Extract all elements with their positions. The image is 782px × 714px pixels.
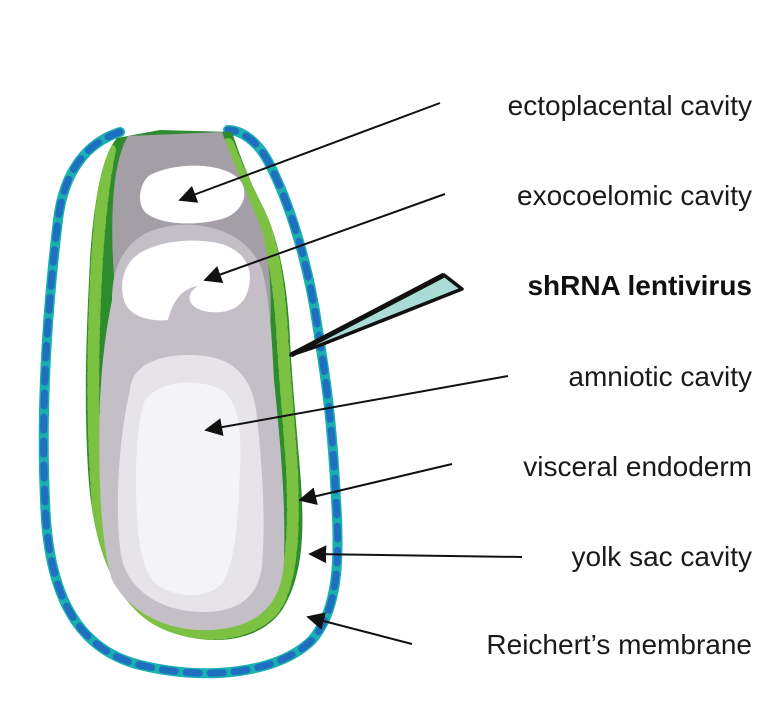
label-visceral-endoderm: visceral endoderm bbox=[523, 451, 752, 482]
arrow-visceral bbox=[298, 463, 453, 506]
injection-needle bbox=[289, 272, 464, 358]
arrow-exocoelomic bbox=[203, 193, 446, 284]
amniotic-cavity-highlight bbox=[136, 382, 241, 596]
arrow-amniotic bbox=[204, 375, 509, 437]
arrow-ectoplacental bbox=[178, 102, 441, 203]
label-shrna-lentivirus: shRNA lentivirus bbox=[527, 270, 752, 301]
exocoelomic-cavity-shape bbox=[122, 240, 250, 321]
label-ectoplacental-cavity: ectoplacental cavity bbox=[507, 90, 752, 121]
label-amniotic-cavity: amniotic cavity bbox=[568, 361, 752, 392]
label-yolk-sac-cavity: yolk sac cavity bbox=[571, 541, 753, 572]
visceral-endoderm-cells bbox=[87, 134, 299, 641]
label-exocoelomic-cavity: exocoelomic cavity bbox=[517, 180, 752, 211]
arrow-yolksac bbox=[308, 545, 523, 564]
reicherts-membrane-cells bbox=[40, 126, 342, 677]
label-reicherts-membrane: Reichert’s membrane bbox=[486, 629, 752, 660]
arrow-reichert bbox=[306, 612, 413, 645]
